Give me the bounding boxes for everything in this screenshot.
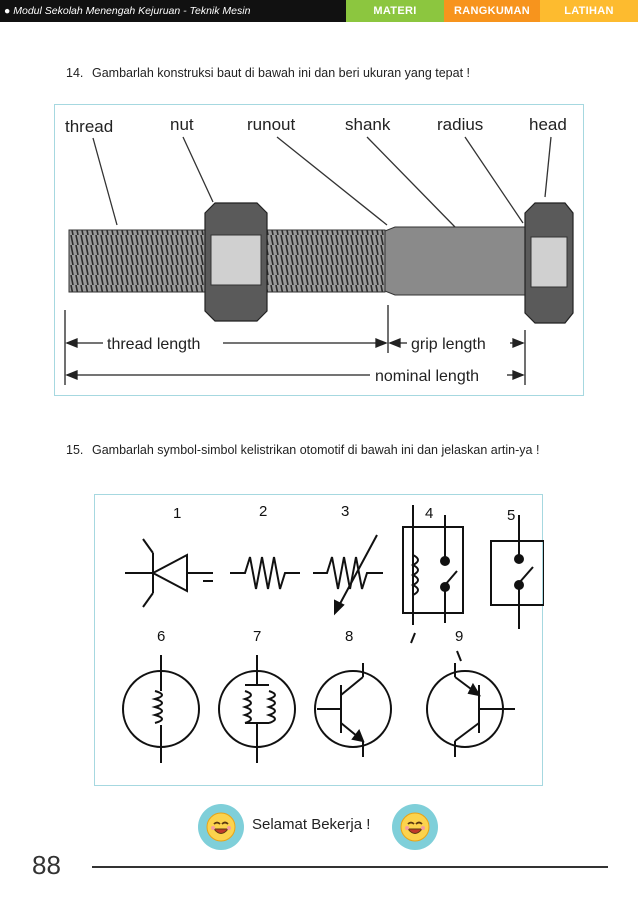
symbol-4-relay <box>402 505 464 644</box>
symbol-number-3: 3 <box>341 503 349 520</box>
symbol-9-transistor-pnp <box>426 650 515 757</box>
symbol-3-variable-resistor <box>313 534 383 616</box>
label-head: head <box>529 115 567 134</box>
symbol-number-2: 2 <box>259 503 267 520</box>
electrical-symbols-diagram: 1 2 3 4 5 6 7 8 9 <box>122 503 544 763</box>
symbol-number-7: 7 <box>253 628 261 645</box>
label-nut: nut <box>170 115 194 134</box>
symbol-8-transistor-npn <box>314 663 392 757</box>
symbol-number-4: 4 <box>425 505 433 522</box>
header-bar: ● Modul Sekolah Menengah Kejuruan - Tekn… <box>0 0 638 22</box>
symbol-1-thyristor <box>125 538 213 608</box>
smiley-icon <box>392 804 438 850</box>
bolt-figure: thread nut runout shank radius head <box>54 104 584 396</box>
dim-nominal-length: nominal length <box>375 368 479 385</box>
tab-latihan[interactable]: LATIHAN <box>540 0 638 22</box>
head-face <box>530 236 568 288</box>
dim-thread-length: thread length <box>107 336 200 353</box>
symbol-number-8: 8 <box>345 628 353 645</box>
closing-message: Selamat Bekerja ! <box>198 804 438 850</box>
footer-divider <box>92 866 608 868</box>
label-shank: shank <box>345 115 391 134</box>
label-runout: runout <box>247 115 295 134</box>
smiley-icon <box>198 804 244 850</box>
symbol-number-9: 9 <box>455 628 463 645</box>
symbol-7-dual-lamp <box>218 655 296 763</box>
thread-section-right <box>259 229 386 293</box>
leader-lines <box>92 136 552 228</box>
symbol-6-lamp <box>122 655 200 763</box>
tab-rangkuman[interactable]: RANGKUMAN <box>444 0 540 22</box>
label-radius: radius <box>437 115 483 134</box>
bolt-diagram: thread nut runout shank radius head <box>64 115 574 385</box>
dimension-lines <box>64 305 526 385</box>
label-thread: thread <box>65 117 113 136</box>
page-number: 88 <box>32 850 61 880</box>
question-text: Gambarlah symbol-simbol kelistrikan otom… <box>92 443 540 457</box>
nut-face <box>210 234 262 286</box>
thread-section <box>68 229 210 293</box>
question-number: 15. <box>66 443 84 457</box>
closing-text: Selamat Bekerja ! <box>252 816 371 833</box>
question-text: Gambarlah konstruksi baut di bawah ini d… <box>92 66 471 80</box>
shank-shape <box>384 226 526 296</box>
symbol-2-resistor <box>230 556 300 590</box>
module-title: ● Modul Sekolah Menengah Kejuruan - Tekn… <box>0 0 346 22</box>
dim-grip-length: grip length <box>411 336 486 353</box>
symbol-number-1: 1 <box>173 505 181 522</box>
question-14: 14. Gambarlah konstruksi baut di bawah i… <box>66 64 586 83</box>
question-number: 14. <box>66 66 84 80</box>
symbol-5-switch <box>490 515 544 629</box>
question-15: 15. Gambarlah symbol-simbol kelistrikan … <box>66 441 591 460</box>
symbol-figure: 1 2 3 4 5 6 7 8 9 <box>94 494 544 786</box>
symbol-number-6: 6 <box>157 628 165 645</box>
symbol-number-5: 5 <box>507 507 515 524</box>
tab-materi[interactable]: MATERI <box>346 0 444 22</box>
